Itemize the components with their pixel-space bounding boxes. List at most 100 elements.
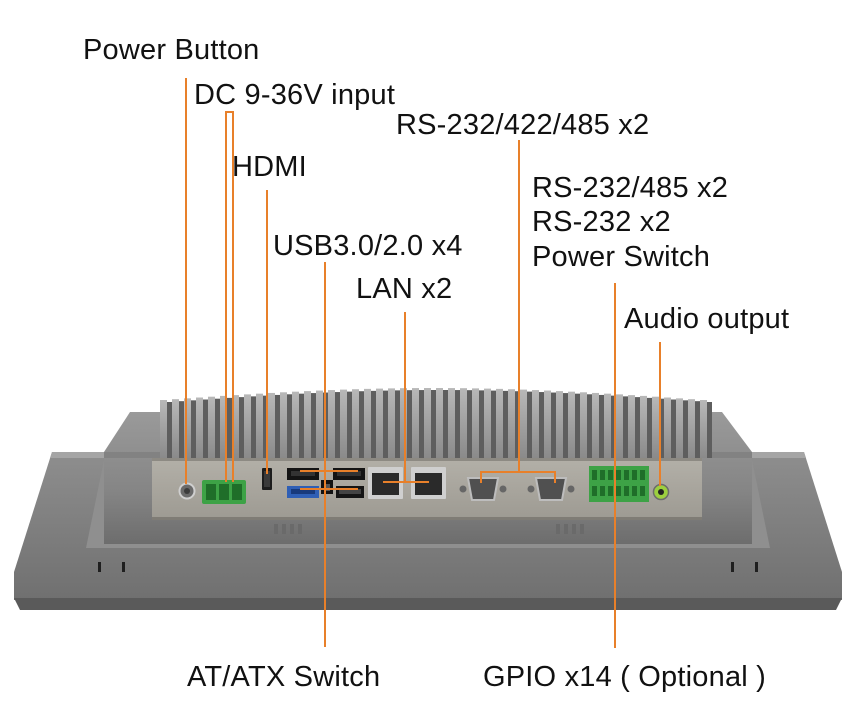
- heatsink-fin: [196, 397, 203, 458]
- heatsink-fin: [280, 392, 287, 458]
- heatsink-fin: [652, 396, 659, 458]
- label-power-switch: Power Switch: [532, 241, 711, 273]
- heatsink-fin: [496, 388, 503, 458]
- gpio-pin: [600, 486, 605, 496]
- heatsink-fin: [508, 389, 515, 458]
- heatsink-fin-gap: [527, 391, 532, 458]
- heatsink-fin: [616, 394, 623, 458]
- heatsink-fin: [400, 388, 407, 458]
- heatsink-fin: [412, 388, 419, 458]
- heatsink-fins: [160, 388, 712, 458]
- leader-dc-input-vert-2: [232, 111, 234, 482]
- gpio-pin: [608, 470, 613, 480]
- heatsink-fin: [472, 388, 479, 458]
- heatsink-fin-gap: [431, 390, 436, 458]
- heatsink-fin-gap: [635, 397, 640, 458]
- heatsink-fin: [532, 390, 539, 458]
- heatsink-fin-gap: [563, 393, 568, 458]
- heatsink-fin: [448, 388, 455, 458]
- heatsink-fin-gap: [239, 397, 244, 458]
- label-power-button: Power Button: [83, 34, 260, 66]
- leader-lan-vert: [404, 312, 406, 482]
- heatsink-fin: [244, 394, 251, 458]
- heatsink-fin-gap: [167, 402, 172, 458]
- heatsink-fin: [340, 389, 347, 458]
- heatsink-fin: [172, 399, 179, 458]
- heatsink-fin-gap: [671, 399, 676, 458]
- leader-usb-vert: [324, 262, 326, 647]
- dc-input-connector: [202, 480, 246, 504]
- heatsink-fin-gap: [215, 398, 220, 458]
- label-usb: USB3.0/2.0 x4: [273, 230, 463, 262]
- heatsink-fin: [520, 389, 527, 458]
- gpio-pin: [616, 470, 621, 480]
- heatsink-fin-gap: [539, 392, 544, 458]
- heatsink-fin-gap: [551, 392, 556, 458]
- heatsink-fin: [304, 391, 311, 458]
- heatsink-fin-gap: [251, 396, 256, 458]
- heatsink-fin-gap: [707, 402, 712, 458]
- heatsink-fin-gap: [407, 390, 412, 458]
- leader-dc-input-vert: [225, 111, 227, 482]
- heatsink-fin: [376, 388, 383, 458]
- heatsink-fin-gap: [359, 391, 364, 458]
- hdmi-port: [262, 468, 272, 490]
- leader-dc-input-horiz: [225, 111, 233, 113]
- gpio-pin: [600, 470, 605, 480]
- label-rs232-485: RS-232/485 x2: [532, 172, 729, 204]
- heatsink-fin-gap: [611, 395, 616, 458]
- heatsink-fin: [604, 393, 611, 458]
- heatsink-fin-gap: [287, 394, 292, 458]
- heatsink-fin-gap: [455, 390, 460, 458]
- label-rs232: RS-232 x2: [532, 206, 671, 238]
- heatsink-fin-gap: [683, 400, 688, 458]
- heatsink-fin-gap: [191, 400, 196, 458]
- heatsink-fin-gap: [335, 392, 340, 458]
- heatsink-fin: [688, 399, 695, 458]
- heatsink-fin-gap: [227, 397, 232, 458]
- heatsink-fin: [640, 395, 647, 458]
- leader-power-button-vert: [185, 78, 187, 484]
- leader-audio-vert: [659, 342, 661, 486]
- leader-gpio-vert: [614, 283, 616, 648]
- heatsink-fin: [352, 389, 359, 458]
- heatsink-fin: [184, 398, 191, 458]
- heatsink-fin-gap: [371, 390, 376, 458]
- gpio-pin: [592, 470, 597, 480]
- heatsink-fin: [220, 395, 227, 458]
- leader-rs485-right-drop: [554, 471, 556, 483]
- label-at-atx-switch: AT/ATX Switch: [187, 661, 381, 693]
- heatsink-fin-gap: [311, 393, 316, 458]
- heatsink-fin: [160, 400, 167, 458]
- leader-rs485-left-drop: [480, 471, 482, 483]
- label-audio-output: Audio output: [624, 303, 790, 335]
- heatsink-fin-gap: [395, 390, 400, 458]
- heatsink-fin: [364, 388, 371, 458]
- gpio-pin: [624, 470, 629, 480]
- heatsink-fin-gap: [263, 395, 268, 458]
- heatsink-fin-gap: [179, 401, 184, 458]
- heatsink-fin-gap: [479, 390, 484, 458]
- heatsink-fin-gap: [575, 393, 580, 458]
- heatsink-fin-gap: [587, 394, 592, 458]
- heatsink-fin-gap: [299, 393, 304, 458]
- heatsink-fin: [316, 390, 323, 458]
- heatsink-fin: [676, 398, 683, 458]
- heatsink-fin: [460, 388, 467, 458]
- leader-rs485-horiz: [480, 471, 556, 473]
- heatsink-fin-gap: [383, 390, 388, 458]
- heatsink-fin-gap: [599, 394, 604, 458]
- heatsink-fin: [484, 388, 491, 458]
- gpio-pin: [608, 486, 613, 496]
- leader-usb-upper: [300, 470, 358, 472]
- audio-jack: [652, 483, 670, 501]
- heatsink-fin: [628, 395, 635, 458]
- label-gpio: GPIO x14 ( Optional ): [483, 661, 767, 693]
- leader-lan-horiz: [383, 481, 429, 483]
- heatsink-fin-gap: [419, 390, 424, 458]
- heatsink-fin: [556, 391, 563, 458]
- heatsink-fin-gap: [467, 390, 472, 458]
- gpio-pin: [632, 470, 637, 480]
- label-dc-input: DC 9-36V input: [194, 79, 396, 111]
